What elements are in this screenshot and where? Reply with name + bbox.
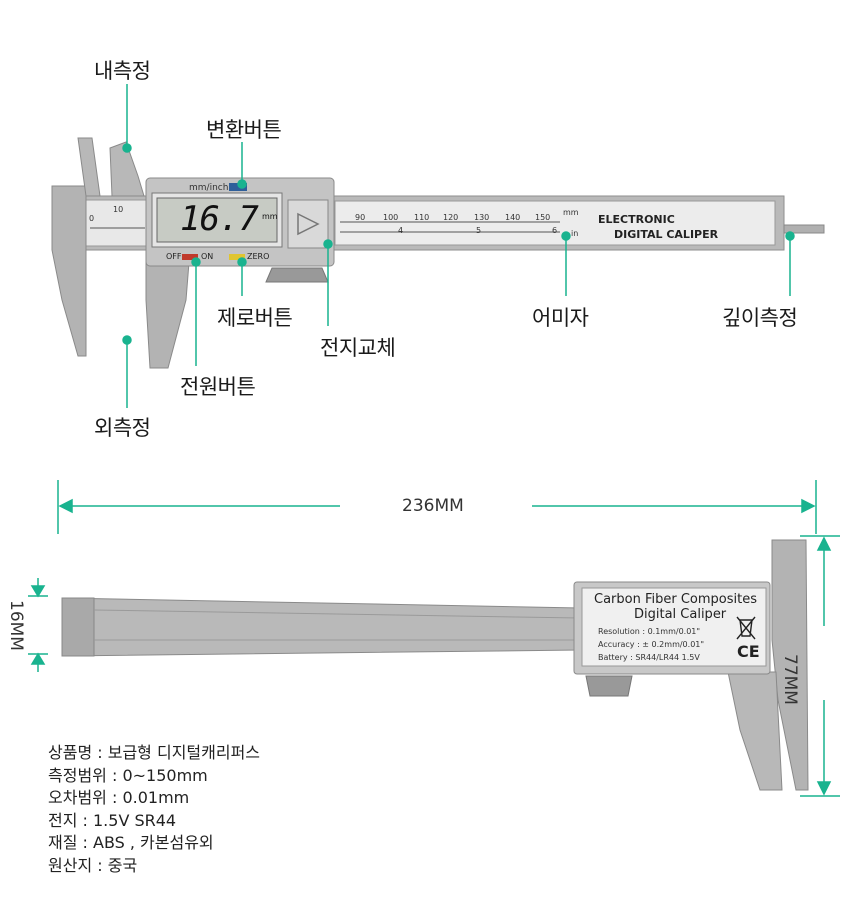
zero-label: ZERO <box>247 252 270 261</box>
fixed-inner-jaw <box>77 137 101 197</box>
dimension-width: 16MM <box>6 600 26 651</box>
scale-number: 140 <box>505 213 521 222</box>
spec-item: 측정범위 : 0~150mm <box>48 765 208 785</box>
weee-bin-icon <box>736 616 756 640</box>
brand-line2: DIGITAL CALIPER <box>614 228 719 241</box>
back-accuracy: Accuracy : ± 0.2mm/0.01" <box>598 640 705 649</box>
lcd-screen <box>156 197 278 243</box>
battery-cover-arrow <box>297 212 320 236</box>
spec-item: 원산지 : 중국 <box>48 855 138 875</box>
beam-scale-strip <box>85 199 147 247</box>
scale-number: 130 <box>474 213 490 222</box>
label-scale: 어미자 <box>532 306 589 330</box>
label-inner-measure: 내측정 <box>94 59 151 83</box>
back-slide-jaw <box>727 671 783 791</box>
off-label: OFF <box>166 252 182 261</box>
slide-inner-jaw <box>109 141 145 197</box>
spec-item: 오차범위 : 0.01mm <box>48 788 190 807</box>
ce-mark: CE <box>737 642 760 661</box>
scale-number: 90 <box>355 213 366 222</box>
scale-number: 0 <box>89 214 95 223</box>
spec-item: 전지 : 1.5V SR44 <box>48 810 177 830</box>
back-beam <box>61 597 581 657</box>
thumb-wheel <box>265 267 329 283</box>
back-label-panel <box>581 587 767 667</box>
back-battery: Battery : SR44/LR44 1.5V <box>598 653 700 662</box>
slide-outer-jaw <box>145 249 191 369</box>
on-label: ON <box>201 252 214 261</box>
dimension-height: 77MM <box>780 654 800 705</box>
spec-item: 상품명 : 보급형 디지털캐리퍼스 <box>48 743 261 762</box>
spec-item: 재질 : ABS , 카본섬유외 <box>48 833 214 852</box>
lcd-reading: 16.7 <box>180 199 259 239</box>
inch-number: 6 <box>552 226 558 235</box>
scale-number: 110 <box>414 213 430 222</box>
mm-inch-label: mm/inch <box>189 183 229 193</box>
spec-list: 상품명 : 보급형 디지털캐리퍼스 측정범위 : 0~150mm 오차범위 : … <box>48 742 260 877</box>
scale-number: 100 <box>383 213 399 222</box>
battery-cover <box>287 199 329 249</box>
back-beam-end <box>61 597 95 657</box>
power-button-shape <box>182 254 198 260</box>
label-power-button: 전원버튼 <box>180 375 256 399</box>
label-zero-button: 제로버튼 <box>217 306 293 330</box>
back-resolution: Resolution : 0.1mm/0.01" <box>598 627 701 636</box>
label-depth-measure: 깊이측정 <box>722 306 798 330</box>
scale-mm-label: mm <box>563 208 579 217</box>
scale-number: 10 <box>113 205 124 214</box>
scale-number: 120 <box>443 213 459 222</box>
inch-number: 5 <box>476 226 482 235</box>
scale-number: 150 <box>535 213 551 222</box>
label-battery-replace: 전지교체 <box>320 336 396 360</box>
brand-line1: ELECTRONIC <box>598 213 675 226</box>
unit-button-shape <box>229 183 247 191</box>
scale-in-label: in <box>571 229 579 238</box>
back-fixed-jaw <box>771 539 809 791</box>
inch-number: 4 <box>398 226 404 235</box>
back-thumb-wheel <box>585 675 633 697</box>
label-outer-measure: 외측정 <box>94 416 151 440</box>
back-title-line1: Carbon Fiber Composites <box>594 592 757 607</box>
label-unit-button: 변환버튼 <box>206 118 282 142</box>
zero-button-shape <box>229 254 245 260</box>
dimension-length: 236MM <box>402 496 464 516</box>
fixed-outer-jaw <box>51 185 87 357</box>
lcd-unit: mm <box>262 212 278 221</box>
beam-ticks <box>90 221 560 233</box>
beam-label-panel <box>334 200 776 246</box>
back-title-line2: Digital Caliper <box>634 607 727 622</box>
depth-rod <box>783 224 825 234</box>
